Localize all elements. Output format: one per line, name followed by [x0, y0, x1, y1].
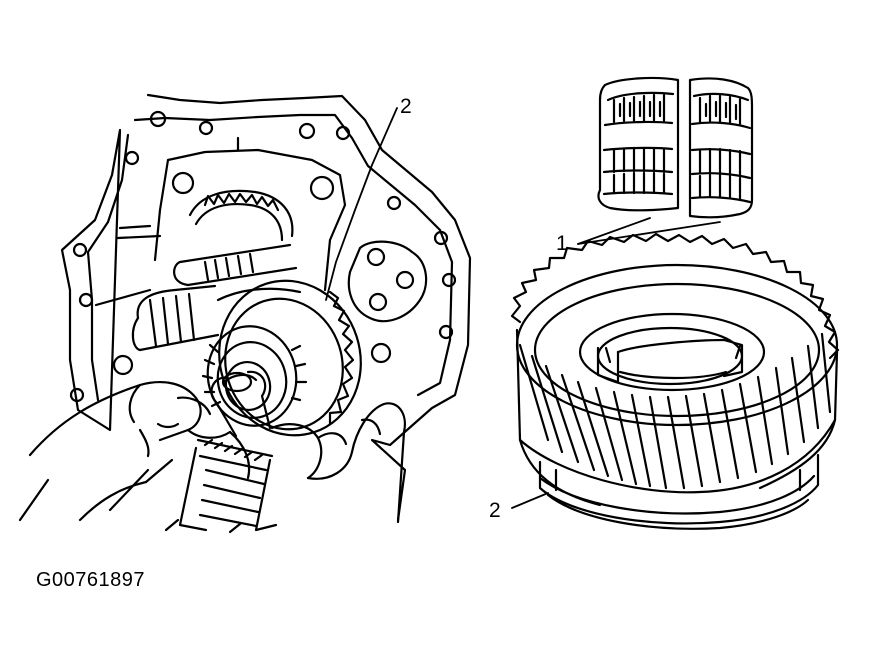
- figure-id-caption: G00761897: [36, 569, 146, 591]
- callout-label-right-gear: 2: [489, 499, 501, 522]
- shaft-end-in-hands: [210, 370, 272, 438]
- callout-label-bearing: 1: [556, 232, 568, 255]
- leader-line-bearing-left: [577, 217, 651, 245]
- hands: [18, 381, 406, 534]
- transmission-case-housing: [60, 93, 472, 522]
- counter-gear-left: [201, 279, 362, 437]
- leader-line-right-gear: [511, 492, 549, 509]
- needle-bearing: [597, 76, 754, 219]
- leader-line-bearing-right: [577, 221, 721, 245]
- gear-large: [510, 232, 840, 530]
- leader-line-left-gear: [325, 107, 398, 301]
- main-shaft: [131, 189, 302, 352]
- callout-label-left-gear: 2: [400, 95, 412, 118]
